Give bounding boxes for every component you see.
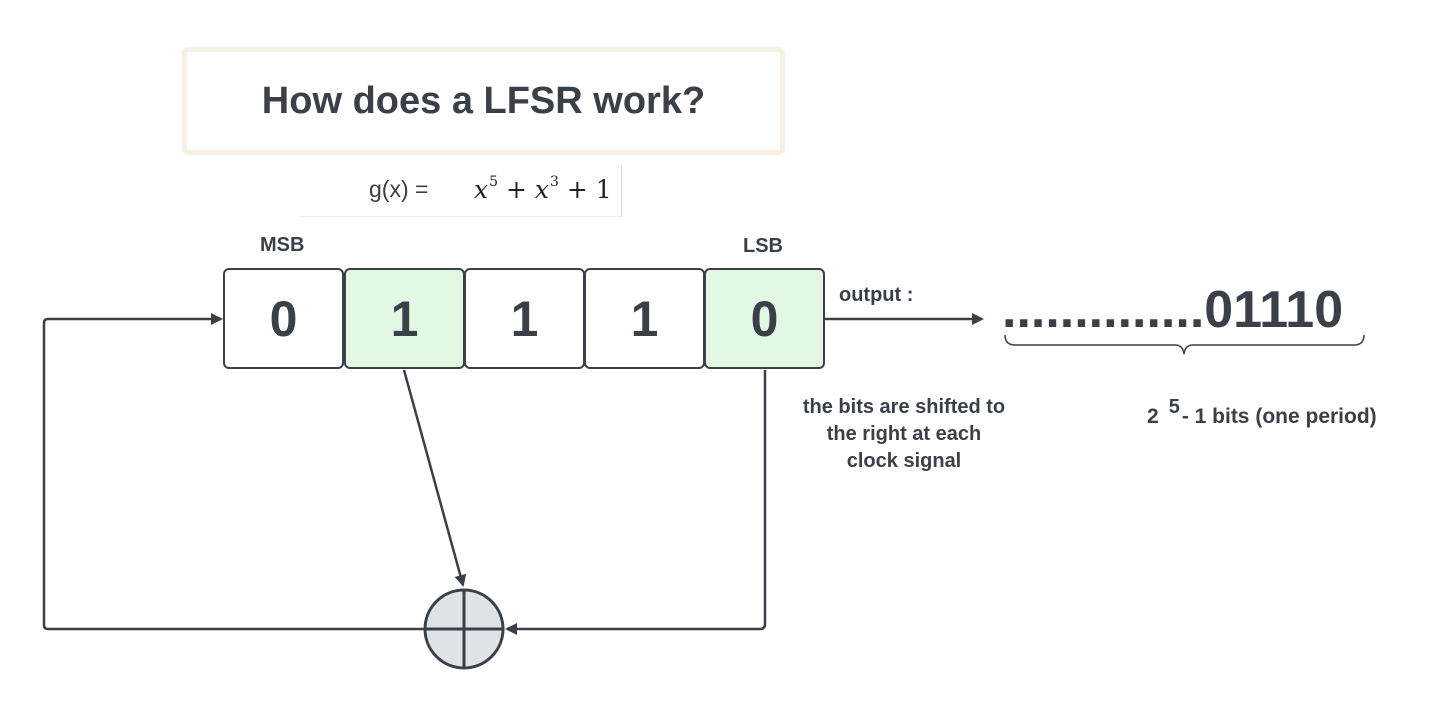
- term2-base: x: [534, 175, 549, 204]
- tap-arrow-lsb-side: [505, 370, 767, 635]
- term1-exponent: 5: [489, 174, 499, 190]
- polynomial-formula: g(x) = x5 + x3 + 1: [300, 165, 622, 217]
- output-label: output :: [839, 284, 914, 306]
- period-exponent: 5: [1168, 396, 1180, 418]
- register-cell-4: 0: [704, 268, 825, 369]
- shift-note-line-3: clock signal: [846, 450, 962, 472]
- shift-note-line-1: the bits are shifted to: [802, 396, 1006, 418]
- plus-sign-2: +: [566, 175, 588, 204]
- shift-note-line-2: the right at each: [826, 423, 982, 445]
- feedback-arrow: [42, 313, 424, 631]
- constant-term: 1: [595, 175, 612, 204]
- shift-note: the bits are shifted to the right at eac…: [785, 394, 1023, 475]
- period-base: 2: [1147, 405, 1159, 428]
- output-bit-stream: ..............01110: [1002, 281, 1344, 339]
- lsb-label: LSB: [743, 235, 783, 257]
- polynomial-label: g(x) =: [369, 176, 429, 202]
- diagram-title: How does a LFSR work?: [261, 79, 706, 122]
- plus-sign-1: +: [505, 175, 527, 204]
- term2-exponent: 3: [550, 174, 559, 190]
- register-cell-1: 1: [344, 268, 465, 369]
- period-brace: [1004, 334, 1365, 355]
- title-box: How does a LFSR work?: [182, 47, 785, 155]
- term1-base: x: [474, 175, 489, 204]
- register-cell-2: 1: [464, 268, 585, 369]
- tap-arrow-msb-side: [402, 369, 467, 587]
- polynomial-expression: x5 + x3 + 1: [474, 174, 612, 204]
- period-rest: - 1 bits (one period): [1181, 405, 1377, 428]
- xor-gate-icon: [423, 588, 505, 670]
- msb-label: MSB: [260, 234, 305, 256]
- register-cell-3: 1: [584, 268, 705, 369]
- register-cell-0: 0: [223, 268, 344, 369]
